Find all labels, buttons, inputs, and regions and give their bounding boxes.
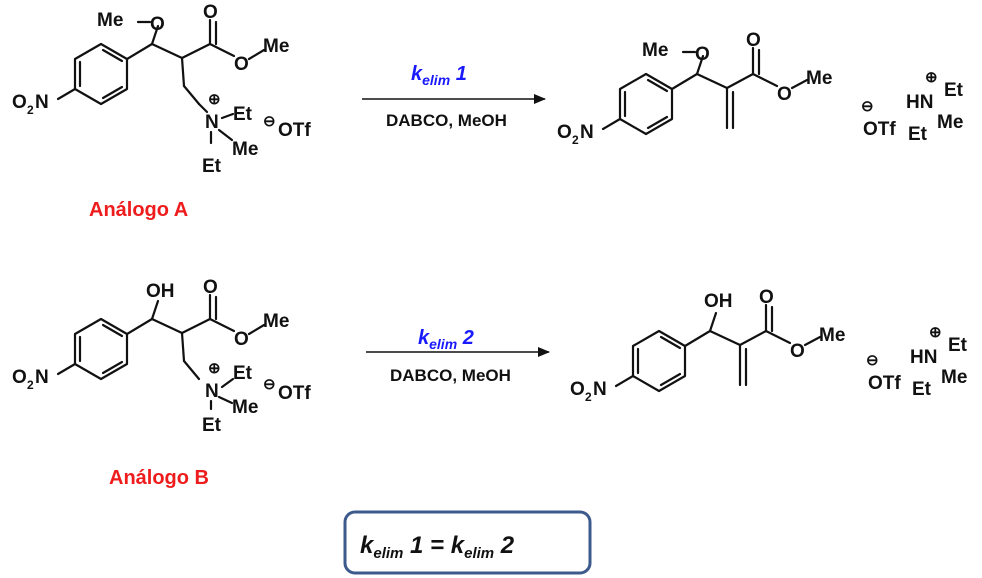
methoxy-me-label: Me xyxy=(642,40,668,61)
carbonyl-o-label: O xyxy=(203,277,218,298)
nitro-o-label: O xyxy=(557,122,572,143)
ester-o-label: O xyxy=(777,84,792,105)
hydroxy-label: OH xyxy=(704,291,733,312)
reaction-1-conditions: DABCO, MeOH xyxy=(386,111,507,130)
ester-me-label: Me xyxy=(806,68,832,89)
product-1: Me O O O Me O 2 N xyxy=(557,30,832,147)
triflate-minus-charge: ⊖ xyxy=(861,98,874,115)
nitro-subscript: 2 xyxy=(572,133,579,147)
rate-equality-box: kelim 1 = kelim 2 xyxy=(343,510,592,575)
carbonyl-o-label: O xyxy=(203,2,218,23)
triflate-minus-charge: ⊖ xyxy=(866,352,879,369)
ammonium-plus-charge: ⊕ xyxy=(929,324,942,341)
byproduct-et2-label: Et xyxy=(912,379,932,400)
ester-me-label: Me xyxy=(263,36,289,57)
analog-a-label: Análogo A xyxy=(89,199,188,221)
byproduct-et-label: Et xyxy=(948,335,968,356)
ammonium-n-label: N xyxy=(205,381,219,402)
k-elim-2-label: kelim 2 xyxy=(418,327,474,352)
methoxy-o-label: O xyxy=(150,14,165,35)
triflate-label: OTf xyxy=(278,383,311,404)
nitro-n-label: N xyxy=(593,379,607,400)
reaction-arrow-2: kelim 2 DABCO, MeOH xyxy=(366,327,550,385)
nitro-subscript: 2 xyxy=(27,378,34,392)
ammonium-plus-charge: ⊕ xyxy=(925,69,938,86)
triflate-label: OTf xyxy=(868,373,901,394)
ammonium-plus-charge: ⊕ xyxy=(208,91,221,108)
hydroxy-label: OH xyxy=(146,281,175,302)
byproduct-hn-label: HN xyxy=(906,92,933,113)
methoxy-me-label: Me xyxy=(97,10,123,31)
ammonium-me-label: Me xyxy=(232,139,258,160)
ammonium-n-label: N xyxy=(205,112,219,133)
triflate-label: OTf xyxy=(863,119,896,140)
byproduct-2: ⊖ OTf ⊕ HN Et Me Et xyxy=(866,324,968,400)
k-elim-1-label: kelim 1 xyxy=(411,63,467,88)
ester-me-label: Me xyxy=(263,311,289,332)
byproduct-me-label: Me xyxy=(941,367,967,388)
reactant-analog-a: Me O O O Me O 2 N N ⊕ Et Me Et ⊖ OTf xyxy=(12,2,311,177)
reactant-analog-b: OH O O Me O 2 N N ⊕ Et Me Et ⊖ OTf xyxy=(12,277,311,436)
nitro-o-label: O xyxy=(12,92,27,113)
methoxy-o-label: O xyxy=(695,44,710,65)
byproduct-me-label: Me xyxy=(937,112,963,133)
carbonyl-o-label: O xyxy=(746,30,761,51)
nitro-o-label: O xyxy=(12,367,27,388)
byproduct-et2-label: Et xyxy=(908,124,928,145)
nitro-n-label: N xyxy=(35,92,49,113)
ammonium-plus-charge: ⊕ xyxy=(208,360,221,377)
ammonium-et-label: Et xyxy=(233,104,253,125)
rate-equality-text: kelim 1 = kelim 2 xyxy=(360,532,515,562)
carbonyl-o-label: O xyxy=(759,287,774,308)
nitro-o-label: O xyxy=(570,379,585,400)
ammonium-et2-label: Et xyxy=(202,156,222,177)
ester-me-label: Me xyxy=(819,325,845,346)
ester-o-label: O xyxy=(234,54,249,75)
product-2: OH O O Me O 2 N xyxy=(570,287,845,404)
byproduct-et-label: Et xyxy=(944,80,964,101)
nitro-n-label: N xyxy=(35,367,49,388)
triflate-minus-charge: ⊖ xyxy=(263,376,276,393)
ammonium-et-label: Et xyxy=(233,363,253,384)
ester-o-label: O xyxy=(234,329,249,350)
nitro-subscript: 2 xyxy=(27,103,34,117)
reaction-arrow-1: kelim 1 DABCO, MeOH xyxy=(362,63,546,130)
triflate-label: OTf xyxy=(278,120,311,141)
byproduct-1: ⊖ OTf ⊕ HN Et Me Et xyxy=(861,69,964,145)
analog-b-label: Análogo B xyxy=(109,467,209,489)
nitro-n-label: N xyxy=(580,122,594,143)
byproduct-hn-label: HN xyxy=(910,347,937,368)
nitro-subscript: 2 xyxy=(585,390,592,404)
triflate-minus-charge: ⊖ xyxy=(263,113,276,130)
reaction-2-conditions: DABCO, MeOH xyxy=(390,366,511,385)
ester-o-label: O xyxy=(790,341,805,362)
ammonium-me-label: Me xyxy=(232,397,258,418)
ammonium-et2-label: Et xyxy=(202,415,222,436)
